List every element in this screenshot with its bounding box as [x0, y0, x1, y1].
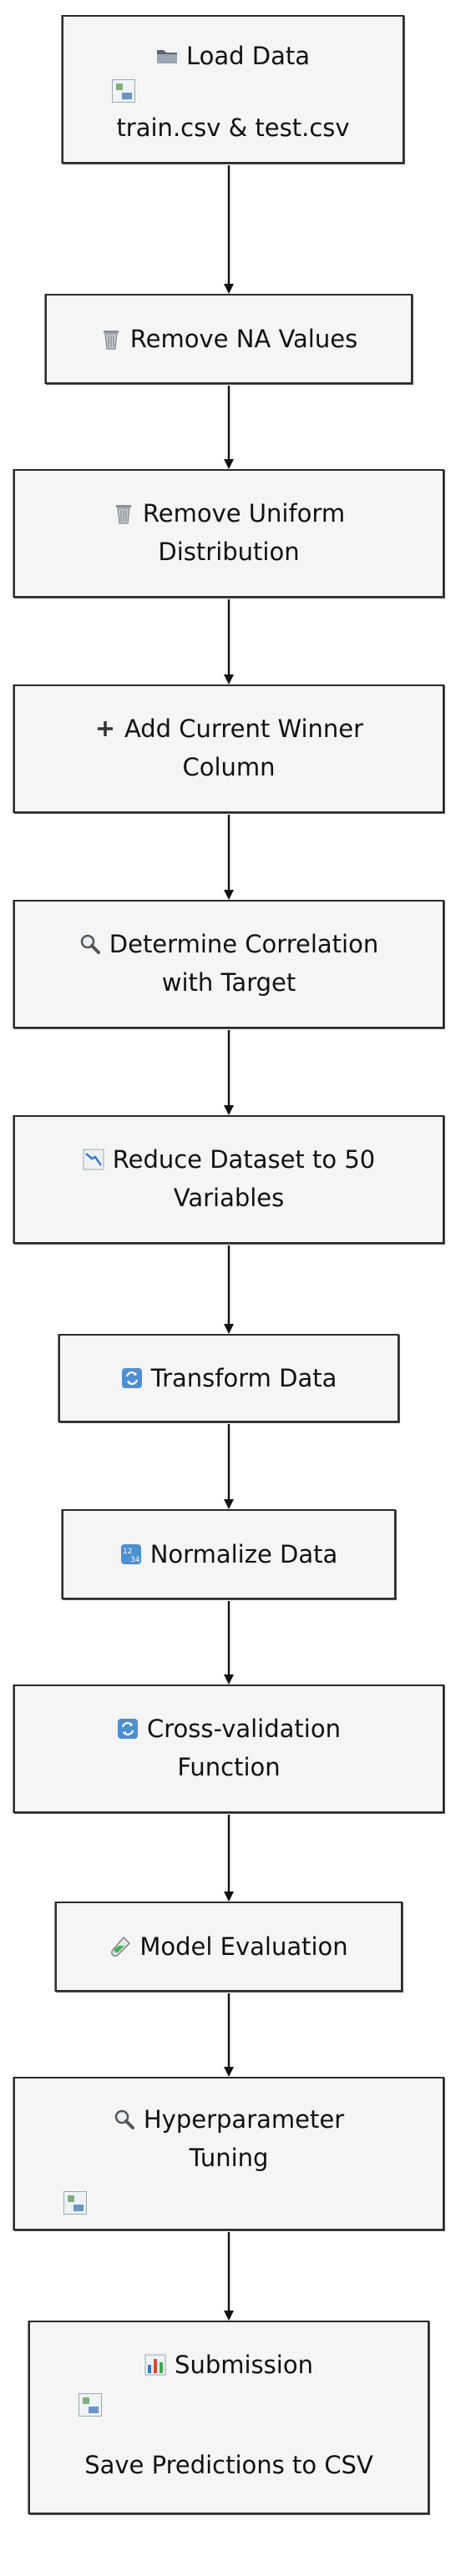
plus-icon [94, 718, 116, 740]
trash-icon [100, 328, 122, 350]
node-add-winner: Add Current Winner Column [13, 684, 444, 813]
node-label: Transform Data [150, 1364, 337, 1392]
node-label-line2: Tuning [189, 2144, 269, 2172]
bar-chart-icon [144, 2354, 166, 2376]
node-label-line2: Distribution [158, 538, 300, 566]
broken-image-icon [63, 2191, 87, 2215]
chart-down-icon [83, 1149, 104, 1170]
node-label-line1: Reduce Dataset to 50 [112, 1145, 376, 1174]
node-model-eval: Model Evaluation [55, 1902, 403, 1992]
node-remove-uniform: Remove Uniform Distribution [13, 469, 444, 598]
node-label-line1: Add Current Winner [124, 715, 364, 743]
node-label-line1: Hyperparameter [143, 2105, 345, 2134]
node-load-data: Load Data train.csv & test.csv [62, 15, 404, 164]
node-hyperparam: Hyperparameter Tuning [13, 2077, 444, 2230]
node-label-line1: Determine Correlation [109, 930, 379, 958]
trash-icon [113, 503, 134, 524]
refresh-icon [117, 1718, 139, 1740]
node-remove-na: Remove NA Values [45, 294, 413, 384]
refresh-icon [121, 1367, 143, 1389]
node-label-line2: with Target [161, 968, 296, 997]
node-label: Submission [175, 2351, 313, 2379]
node-cross-validation: Cross-validation Function [13, 1685, 444, 1813]
node-label: Normalize Data [149, 1540, 338, 1568]
node-label-line1: Cross-validation [147, 1715, 341, 1743]
magnifier-icon [114, 2109, 135, 2130]
folder-icon [156, 45, 178, 67]
svg-text:12: 12 [123, 1548, 132, 1556]
broken-image-icon [79, 2393, 102, 2417]
node-submission: Submission Save Predictions to CSV [28, 2321, 429, 2514]
node-label-line2: Function [177, 1753, 281, 1781]
broken-image-icon [112, 79, 135, 103]
magnifier-icon [79, 933, 101, 955]
node-label: Remove NA Values [129, 325, 358, 353]
node-correlation: Determine Correlation with Target [13, 900, 444, 1028]
node-label-line1: Remove Uniform [142, 499, 346, 528]
node-label-line2: Variables [173, 1184, 285, 1212]
node-label: Model Evaluation [139, 1932, 348, 1961]
test-tube-icon [109, 1936, 131, 1957]
node-transform: Transform Data [58, 1334, 399, 1422]
node-reduce: Reduce Dataset to 50 Variables [13, 1115, 444, 1244]
svg-text:34: 34 [130, 1556, 140, 1564]
node-label-line2: Column [182, 753, 276, 781]
node-subtitle: Save Predictions to CSV [84, 2451, 373, 2479]
node-subtitle: train.csv & test.csv [116, 114, 350, 142]
node-label: Load Data [185, 42, 311, 70]
